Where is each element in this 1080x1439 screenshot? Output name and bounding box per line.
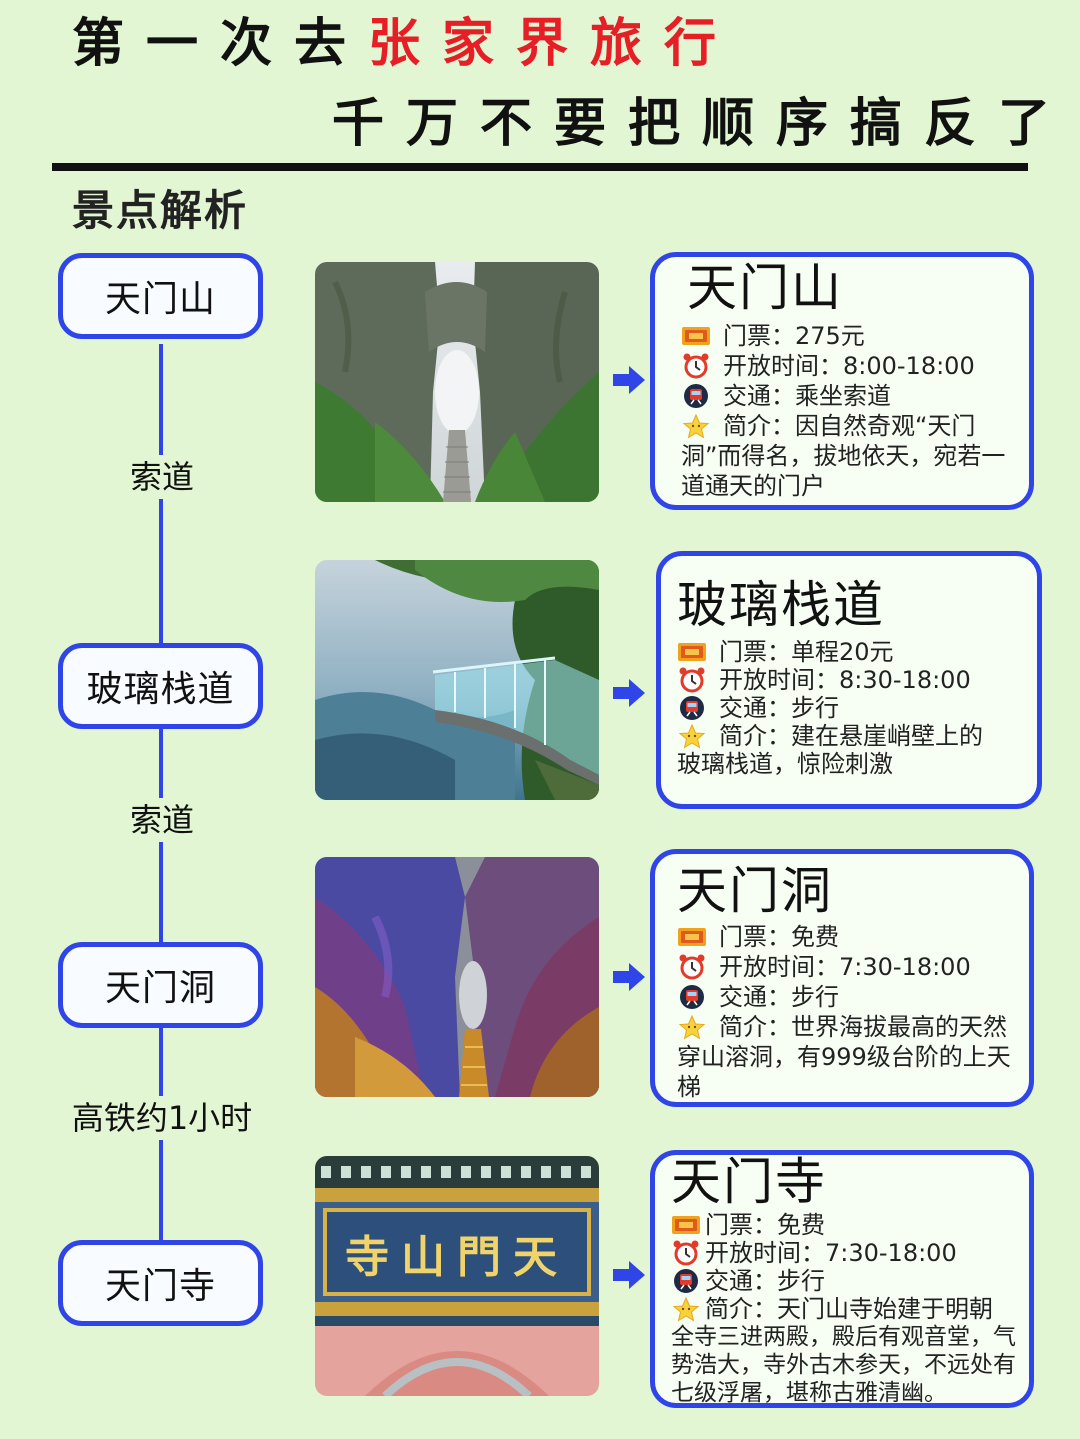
alarm-clock-icon <box>677 667 707 693</box>
timeline-stop-tianmen-cave: 天门洞 <box>58 942 263 1028</box>
intro-text: 穿山溶洞，有999级台阶的上天梯 <box>677 1043 1011 1101</box>
star-icon <box>677 723 707 749</box>
card-info: 门票：免费 开放时间：7:30-18:00 交通：步行 简介：天门山寺始建于明朝… <box>671 1211 1021 1407</box>
attraction-card-glass-walkway: 玻璃栈道 门票：单程20元 开放时间：8:30-18:00 交通：步行 简介：建… <box>656 551 1042 809</box>
section-title: 景点解析 <box>72 186 249 235</box>
ticket-row: 门票：免费 <box>677 922 1015 952</box>
intro-text: 全寺三进两殿，殿后有观音堂，气势浩大，寺外古木参天，不远处有七级浮屠，堪称古雅清… <box>671 1324 1016 1406</box>
title-highlight: 张家界旅行 <box>368 14 739 74</box>
connector-label-1: 索道 <box>20 455 304 499</box>
card-title: 玻璃栈道 <box>677 576 885 634</box>
card-info: 门票：单程20元 开放时间：8:30-18:00 交通：步行 简介：建在悬崖峭壁… <box>677 638 1021 778</box>
star-icon <box>677 1014 707 1040</box>
intro-text: 玻璃栈道，惊险刺激 <box>677 750 893 778</box>
arrow-right-icon <box>611 676 647 710</box>
timeline-stop-tianmenshan: 天门山 <box>58 253 263 339</box>
photo-tianmen-temple: 寺山門天 <box>315 1156 599 1396</box>
timeline-line <box>159 344 163 1241</box>
transport-row: 交通：步行 <box>671 1267 1021 1295</box>
ticket-icon <box>671 1212 701 1238</box>
transport-row: 交通：步行 <box>677 694 1021 722</box>
metro-icon <box>677 984 707 1010</box>
ticket-row: 门票：免费 <box>671 1211 1021 1239</box>
intro-row: 简介：天门山寺始建于明朝 <box>671 1295 1021 1323</box>
timeline-stop-glass-walkway: 玻璃栈道 <box>58 643 263 729</box>
attraction-card-tianmenshan: 天门山 门票：275元 开放时间：8:00-18:00 交通：乘坐索道 简介：因… <box>650 252 1034 510</box>
card-title: 天门洞 <box>677 862 833 920</box>
card-title: 天门寺 <box>671 1153 827 1211</box>
connector-label-3: 高铁约1小时 <box>20 1096 304 1140</box>
card-info: 门票：免费 开放时间：7:30-18:00 交通：步行 简介：世界海拔最高的天然… <box>677 922 1015 1102</box>
ticket-row: 门票：单程20元 <box>677 638 1021 666</box>
metro-icon <box>681 383 711 409</box>
card-title: 天门山 <box>687 259 843 317</box>
title-line-2: 千万不要把顺序搞反了 <box>332 94 1073 154</box>
star-icon <box>671 1296 701 1322</box>
temple-plaque-text: 寺山門天 <box>345 1232 569 1283</box>
ticket-row: 门票：275元 <box>681 321 1011 351</box>
title-line-1: 第一次去张家界旅行 <box>72 18 738 70</box>
hours-row: 开放时间：8:00-18:00 <box>681 351 1011 381</box>
timeline-stop-tianmen-temple: 天门寺 <box>58 1240 263 1326</box>
card-info: 门票：275元 开放时间：8:00-18:00 交通：乘坐索道 简介：因自然奇观… <box>681 321 1011 501</box>
connector-label-2: 索道 <box>20 798 304 842</box>
arrow-right-icon <box>611 1258 647 1292</box>
metro-icon <box>671 1268 701 1294</box>
photo-tianmenshan <box>315 262 599 502</box>
arrow-right-icon <box>611 960 647 994</box>
title-prefix: 第一次去 <box>72 14 369 74</box>
intro-row: 简介：建在悬崖峭壁上的 <box>677 722 1021 750</box>
alarm-clock-icon <box>677 954 707 980</box>
alarm-clock-icon <box>681 353 711 379</box>
ticket-icon <box>681 323 711 349</box>
photo-glass-walkway <box>315 560 599 800</box>
transport-row: 交通：乘坐索道 <box>681 381 1011 411</box>
attraction-card-tianmen-temple: 天门寺 门票：免费 开放时间：7:30-18:00 交通：步行 简介：天门山寺始… <box>650 1150 1034 1408</box>
transport-row: 交通：步行 <box>677 982 1015 1012</box>
alarm-clock-icon <box>671 1240 701 1266</box>
intro-row: 简介：世界海拔最高的天然 <box>677 1012 1015 1042</box>
metro-icon <box>677 695 707 721</box>
hours-row: 开放时间：7:30-18:00 <box>671 1239 1021 1267</box>
arrow-right-icon <box>611 363 647 397</box>
hours-row: 开放时间：7:30-18:00 <box>677 952 1015 982</box>
photo-tianmen-cave <box>315 857 599 1097</box>
header-divider <box>52 163 1028 171</box>
star-icon <box>681 413 711 439</box>
intro-row: 简介：因自然奇观“天门 <box>681 411 1011 441</box>
attraction-card-tianmen-cave: 天门洞 门票：免费 开放时间：7:30-18:00 交通：步行 简介：世界海拔最… <box>650 849 1034 1107</box>
ticket-icon <box>677 924 707 950</box>
ticket-icon <box>677 639 707 665</box>
hours-row: 开放时间：8:30-18:00 <box>677 666 1021 694</box>
intro-text: 洞”而得名，拔地依天，宛若一道通天的门户 <box>681 442 1006 500</box>
